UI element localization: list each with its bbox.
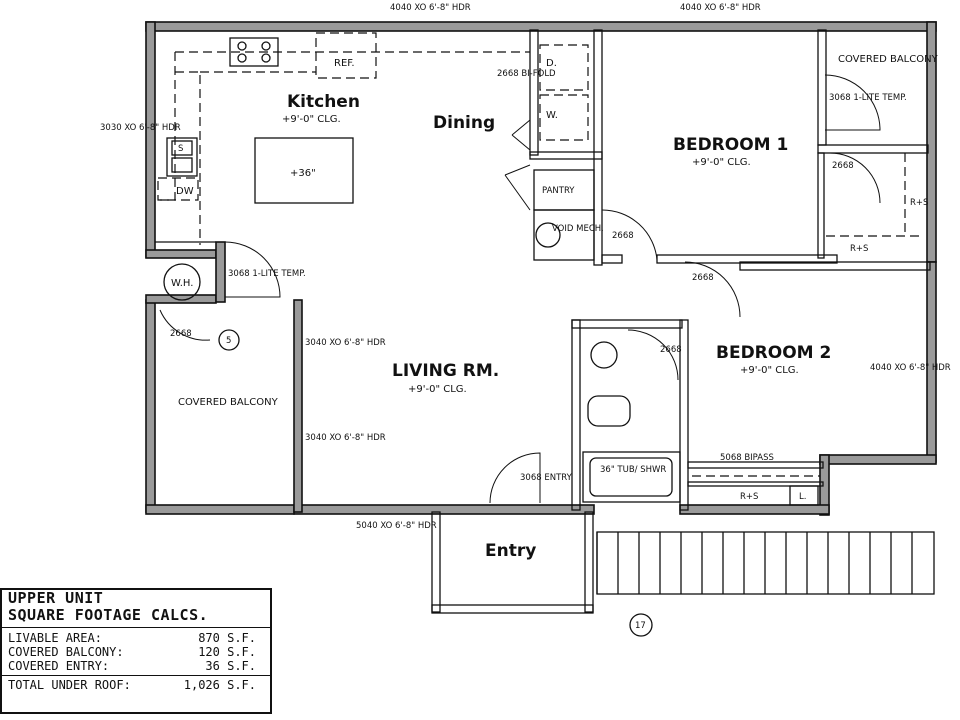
rs-bed1-side: R+S [910,198,928,208]
rs-bed1: R+S [850,244,868,254]
dw-label: DW [176,186,194,197]
interior-walls [431,29,931,614]
bedroom1-label: BEDROOM 1 [673,135,788,155]
bipass-label: 5068 BIPASS [720,453,774,463]
door-swings [159,74,881,504]
sqft-row-value: 36 S.F. [205,659,256,673]
window-living-left-2: 3040 XO 6'-8" HDR [305,433,386,443]
entry-label: Entry [485,541,536,561]
window-top-left: 4040 XO 6'-8" HDR [390,3,471,13]
sqft-row: LIVABLE AREA: 870 S.F. [2,631,270,645]
callout-5-circle [218,329,240,351]
washer-label: W. [546,110,558,121]
sink [166,137,198,177]
window-kitchen-left: 3030 XO 6'-8" HDR [100,123,181,133]
void-mech-label: VOID MECH. [552,224,604,234]
bedroom2-clg: +9'-0" CLG. [740,365,799,376]
window-top-right: 4040 XO 6'-8" HDR [680,3,761,13]
covered-balcony-left: COVERED BALCONY [178,397,279,408]
kitchen-counters [155,32,530,245]
sqft-title-1: UPPER UNIT [8,589,104,607]
sqft-title-2: SQUARE FOOTAGE CALCS. [8,606,209,624]
linen-label: L. [799,492,806,502]
kitchen-island [254,137,354,204]
sqft-row-value: 120 S.F. [198,645,256,659]
sqft-row: COVERED BALCONY: 120 S.F. [2,645,270,659]
sqft-row: COVERED ENTRY: 36 S.F. [2,659,270,673]
exterior-walls [145,21,937,516]
covered-balcony-right: COVERED BALCONY [838,54,939,65]
living-label: LIVING RM. [392,361,499,381]
dryer [539,44,589,91]
bifold-label: 2668 BI-FOLD [497,69,556,79]
kitchen-label: Kitchen [287,92,360,112]
island-label: +36" [290,168,316,179]
sqft-row-value: 870 S.F. [198,631,256,645]
water-heater [163,263,201,301]
callout-5: 5 [226,336,231,346]
sqft-row-label: LIVABLE AREA: [8,631,102,645]
bedroom2-label: BEDROOM 2 [716,343,831,363]
sink-label: S [178,144,183,154]
tub [582,451,681,503]
balcony-door-left: 3068 1-LITE TEMP. [228,269,306,279]
mech-fan [535,222,561,248]
window-living-left-1: 3040 XO 6'-8" HDR [305,338,386,348]
tub-label: 36" TUB/ SHWR [600,465,666,475]
bedroom1-clg: +9'-0" CLG. [692,157,751,168]
living-clg: +9'-0" CLG. [408,384,467,395]
pantry-label: PANTRY [542,186,575,196]
window-living-bottom: 5040 XO 6'-8" HDR [356,521,437,531]
bed2-door: 2668 [692,273,714,283]
bath-door: 2668 [660,345,682,355]
ref-label: REF. [334,58,355,69]
sqft-total-value: 1,026 S.F. [183,678,256,692]
bed1-closet-door: 2668 [832,161,854,171]
refrigerator [315,32,377,79]
sqft-row-label: COVERED ENTRY: [8,659,110,673]
sqft-row-label: COVERED BALCONY: [8,645,124,659]
balcony-door-right: 3068 1-LITE TEMP. [829,93,907,103]
hall-closet-door: 2668 [612,231,634,241]
dining-label: Dining [433,113,495,133]
cooktop [229,37,279,67]
sqft-total-label: TOTAL UNDER ROOF: [8,678,131,692]
square-footage-table: UPPER UNIT SQUARE FOOTAGE CALCS. LIVABLE… [0,588,272,714]
kitchen-clg: +9'-0" CLG. [282,114,341,125]
sink-bath [590,341,618,369]
dishwasher [157,177,199,201]
washer [539,94,589,141]
window-bed2-right: 4040 XO 6'-8" HDR [870,363,951,373]
stairs [596,531,935,595]
left-balcony-door: 2668 [170,329,192,339]
toilet [587,395,631,427]
sqft-total-row: TOTAL UNDER ROOF: 1,026 S.F. [2,678,270,692]
dryer-label: D. [546,58,557,69]
callout-17-circle [629,613,653,637]
entry-door: 3068 ENTRY [520,473,573,483]
rs-bed2: R+S [740,492,758,502]
sqft-rows: LIVABLE AREA: 870 S.F. COVERED BALCONY: 120… [2,631,270,673]
wh-label: W.H. [171,278,193,289]
callout-17: 17 [635,621,646,631]
